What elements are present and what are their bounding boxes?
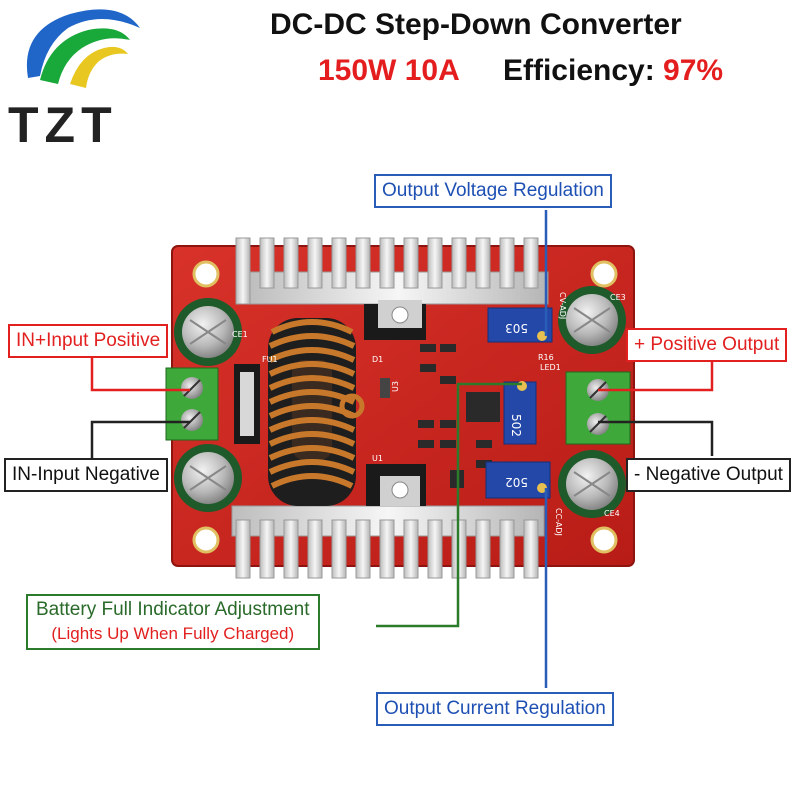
regulators: D1 U1 U3	[364, 300, 426, 506]
battery-indicator-title: Battery Full Indicator Adjustment	[36, 599, 310, 620]
callout-lines	[90, 210, 714, 688]
smd-components	[380, 344, 500, 488]
u1-label: U1	[372, 454, 383, 463]
positive-output-label: + Positive Output	[626, 328, 788, 362]
fu1-label: FU1	[262, 355, 278, 364]
input-positive-leader	[90, 356, 190, 392]
toroid-inductor	[268, 318, 365, 506]
input-negative-label: IN-Input Negative	[4, 458, 168, 492]
power-rating: 150W 10A	[318, 54, 459, 87]
battery-indicator-leader	[376, 382, 522, 628]
pot-mid-code: 502	[509, 414, 523, 437]
r16-label: R16	[538, 353, 554, 362]
battery-indicator-note: (Lights Up When Fully Charged)	[51, 624, 295, 643]
pot-top-code: 503	[505, 321, 528, 335]
output-current-regulation-label: Output Current Regulation	[376, 692, 614, 726]
potentiometers: 503 502 502 CV-ADJ CC-ADJ LED1 R16	[485, 292, 567, 536]
logo-wordmark: TZT	[8, 97, 118, 153]
spec-line: 150W 10A Efficiency: 97%	[318, 54, 723, 88]
input-negative-leader	[90, 420, 190, 460]
led1-label: LED1	[540, 363, 561, 372]
d1-label: D1	[372, 355, 383, 364]
terminal-blocks	[165, 367, 631, 445]
ce3-label: CE3	[610, 293, 626, 302]
bottom-heatsink	[231, 505, 545, 579]
tzt-logo-swoosh	[26, 9, 140, 88]
negative-output-leader	[598, 420, 714, 456]
battery-indicator-label: Battery Full Indicator Adjustment (Light…	[26, 594, 320, 650]
page-title: DC-DC Step-Down Converter	[270, 8, 682, 41]
cc-adj-label: CC-ADJ	[554, 508, 563, 536]
efficiency-value: 97%	[663, 54, 724, 87]
positive-output-leader	[598, 360, 714, 392]
u3-label: U3	[391, 381, 400, 392]
output-voltage-regulation-label: Output Voltage Regulation	[374, 174, 612, 208]
input-positive-label: IN+Input Positive	[8, 324, 169, 358]
efficiency-label: Efficiency:	[502, 54, 655, 87]
cv-adj-label: CV-ADJ	[558, 292, 567, 319]
ce4-label: CE4	[604, 509, 620, 518]
top-heatsink	[235, 237, 549, 305]
pot-bottom-code: 502	[505, 475, 528, 489]
negative-output-label: - Negative Output	[626, 458, 791, 492]
capacitors: CE1 CE3 CE4	[174, 286, 626, 518]
fuse: FU1	[234, 355, 278, 444]
ce1-label: CE1	[232, 330, 248, 339]
